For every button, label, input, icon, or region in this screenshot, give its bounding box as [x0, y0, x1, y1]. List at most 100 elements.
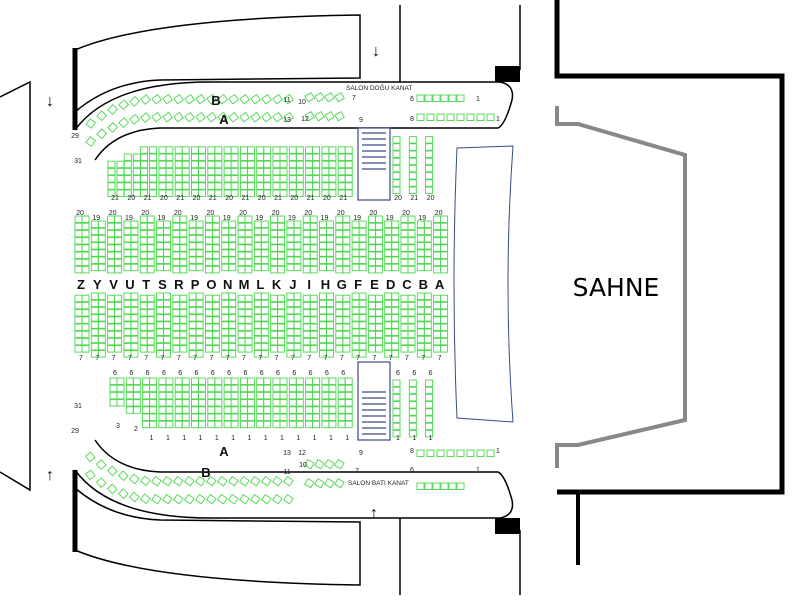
seat[interactable] [117, 470, 129, 482]
seat[interactable] [181, 160, 190, 169]
seat[interactable] [432, 482, 441, 490]
seat[interactable] [321, 399, 330, 407]
seat[interactable] [107, 294, 116, 303]
seat[interactable] [97, 249, 106, 257]
seat[interactable] [440, 265, 449, 274]
seat[interactable] [214, 413, 223, 421]
seat[interactable] [256, 175, 265, 183]
seat[interactable] [142, 420, 151, 429]
seat[interactable] [214, 384, 223, 393]
seat[interactable] [288, 384, 297, 393]
seat[interactable] [295, 167, 304, 176]
seat[interactable] [295, 146, 304, 154]
seat[interactable] [125, 377, 134, 385]
seat[interactable] [440, 330, 449, 339]
seat[interactable] [139, 265, 148, 274]
seat[interactable] [198, 406, 206, 414]
seat[interactable] [118, 117, 130, 129]
seat[interactable] [433, 251, 442, 259]
seat[interactable] [244, 244, 253, 252]
seat[interactable] [221, 335, 230, 344]
seat[interactable] [384, 335, 393, 344]
seat[interactable] [272, 413, 281, 421]
seat[interactable] [132, 167, 141, 176]
seat[interactable] [358, 328, 367, 336]
seat[interactable] [344, 413, 353, 421]
seat[interactable] [158, 391, 167, 400]
seat[interactable] [158, 413, 167, 421]
seat[interactable] [302, 265, 311, 274]
seat[interactable] [440, 258, 449, 267]
seat[interactable] [132, 406, 141, 414]
seat[interactable] [132, 175, 141, 183]
seat[interactable] [400, 244, 409, 252]
seat[interactable] [228, 111, 240, 123]
seat[interactable] [217, 93, 229, 105]
seat[interactable] [195, 263, 204, 272]
seat[interactable] [344, 160, 353, 169]
seat[interactable] [344, 167, 353, 176]
seat[interactable] [130, 256, 139, 264]
seat[interactable] [123, 335, 132, 344]
seat[interactable] [205, 493, 217, 505]
seat[interactable] [90, 328, 99, 336]
seat[interactable] [416, 306, 425, 315]
seat[interactable] [116, 391, 125, 400]
seat[interactable] [172, 265, 181, 274]
seat[interactable] [312, 160, 321, 169]
seat[interactable] [172, 493, 184, 505]
seat[interactable] [326, 242, 334, 250]
seat[interactable] [172, 237, 181, 245]
seat[interactable] [351, 314, 360, 322]
seat[interactable] [286, 335, 295, 344]
seat[interactable] [326, 335, 334, 344]
seat[interactable] [172, 294, 181, 303]
seat[interactable] [188, 335, 197, 344]
seat[interactable] [337, 377, 346, 385]
seat[interactable] [312, 175, 321, 183]
seat[interactable] [172, 251, 181, 259]
seat[interactable] [85, 136, 97, 147]
seat[interactable] [163, 263, 171, 272]
seat[interactable] [282, 493, 294, 505]
seat[interactable] [337, 399, 346, 407]
seat[interactable] [305, 406, 314, 414]
seat[interactable] [163, 299, 171, 308]
seat[interactable] [239, 160, 248, 169]
seat[interactable] [107, 330, 116, 339]
seat[interactable] [161, 475, 173, 487]
seat[interactable] [342, 294, 351, 303]
seat[interactable] [260, 292, 269, 300]
seat[interactable] [312, 391, 321, 400]
seat[interactable] [246, 189, 255, 197]
seat[interactable] [279, 167, 288, 176]
seat[interactable] [328, 175, 337, 183]
seat[interactable] [391, 350, 400, 358]
seat[interactable] [123, 321, 132, 329]
seat[interactable] [319, 249, 327, 257]
seat[interactable] [156, 321, 164, 329]
seat[interactable] [400, 301, 409, 310]
seat[interactable] [140, 175, 149, 183]
seat[interactable] [344, 182, 353, 190]
seat[interactable] [130, 328, 139, 336]
seat[interactable] [165, 399, 174, 407]
seat[interactable] [198, 377, 206, 385]
seat[interactable] [425, 429, 434, 438]
seat[interactable] [342, 229, 351, 238]
seat[interactable] [156, 306, 164, 315]
seat[interactable] [223, 175, 232, 183]
seat[interactable] [81, 323, 90, 331]
seat[interactable] [283, 93, 295, 105]
seat[interactable] [286, 314, 295, 322]
seat[interactable] [179, 301, 188, 310]
seat[interactable] [423, 292, 432, 300]
seat[interactable] [74, 301, 83, 310]
seat[interactable] [272, 153, 281, 161]
seat[interactable] [314, 478, 325, 489]
seat[interactable] [165, 175, 174, 183]
seat[interactable] [74, 294, 83, 303]
seat[interactable] [221, 292, 230, 300]
seat[interactable] [81, 222, 90, 231]
seat[interactable] [342, 265, 351, 274]
